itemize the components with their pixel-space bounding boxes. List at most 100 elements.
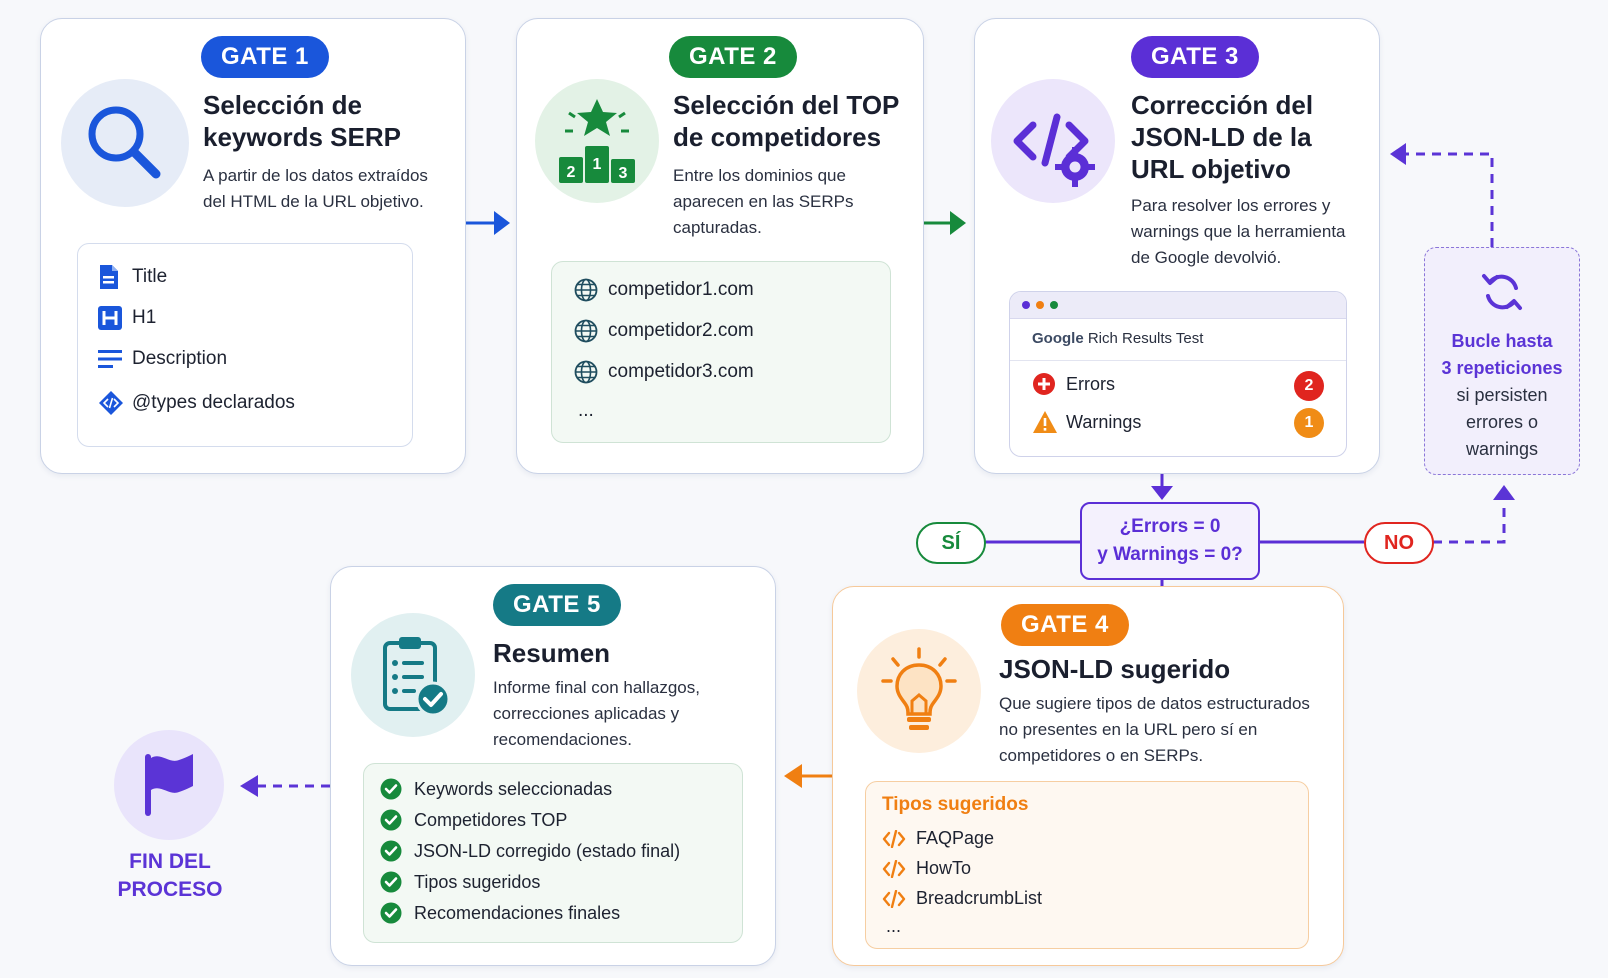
gate2-title-line2: de competidores [673, 122, 882, 152]
decision-line2: y Warnings = 0? [1097, 544, 1243, 565]
code-icon [882, 859, 906, 878]
gate1-desc-line1: A partir de los datos extraídos [203, 166, 428, 185]
decision-no-pill: NO [1364, 522, 1434, 564]
gate4-title: JSON-LD sugerido [999, 654, 1231, 684]
flag-icon [145, 754, 193, 816]
list-item-competitor3: competidor3.com [574, 360, 754, 384]
gate1-icon-circle [61, 79, 189, 207]
list-item-label: JSON-LD corregido (estado final) [414, 840, 681, 861]
loop-line3: si persisten [1456, 385, 1548, 405]
list-item-label: Description [132, 348, 228, 369]
loop-line5: warnings [1465, 439, 1539, 459]
gate1-title-line1: Selección de [203, 90, 362, 120]
code-icon [882, 829, 906, 848]
gate2-icon-circle: 2 1 3 [535, 79, 659, 203]
errors-row: Errors [1032, 372, 1115, 396]
clipboard-check-icon [383, 637, 451, 717]
gate5-desc-line2: correcciones aplicadas y [493, 704, 680, 723]
code-gear-icon [1013, 113, 1095, 187]
gate2-desc: Entre los dominios que aparecen en las S… [673, 163, 913, 241]
loop-text: Bucle hasta 3 repeticiones si persisten … [1425, 328, 1579, 463]
list-item-summary: Recomendaciones finales [380, 902, 620, 924]
list-item-breadcrumblist: BreadcrumbList [882, 888, 1042, 909]
warnings-label: Warnings [1066, 411, 1142, 432]
list-item-competitor1: competidor1.com [574, 278, 754, 302]
list-item-label: @types declarados [132, 392, 295, 413]
gate2-desc-line3: capturadas. [673, 218, 762, 237]
warning-triangle-icon [1033, 411, 1057, 433]
lines-icon [98, 350, 122, 368]
list-item-label: H1 [132, 307, 157, 328]
gate1-title-line2: keywords SERP [203, 122, 401, 152]
list-item-howto: HowTo [882, 858, 971, 879]
list-item-label: Title [132, 266, 168, 287]
rich-results-window: Google Rich Results Test Errors 2 Warnin… [1009, 291, 1347, 457]
list-item-types: @types declarados [98, 390, 295, 416]
window-divider [1010, 360, 1346, 361]
window-header: Google Rich Results Test [1032, 330, 1203, 347]
gate3-title-line1: Corrección del [1131, 90, 1314, 120]
check-circle-icon [380, 778, 402, 800]
end-line1: FIN DEL [129, 850, 211, 873]
end-line2: PROCESO [117, 878, 223, 901]
window-titlebar [1010, 292, 1346, 319]
refresh-icon [1482, 274, 1522, 310]
gate2-title: Selección del TOP de competidores [673, 89, 918, 153]
podium-star-icon: 2 1 3 [559, 99, 635, 183]
decision-line1: ¿Errors = 0 [1119, 516, 1221, 537]
podium-label-1: 1 [593, 156, 602, 173]
arrow-gate3-to-decision [1151, 473, 1173, 500]
gate3-title-line3: URL objetivo [1131, 154, 1291, 184]
list-item-summary: Competidores TOP [380, 809, 567, 831]
gate2-desc-line2: aparecen en las SERPs [673, 192, 854, 211]
warnings-count-badge: 1 [1294, 408, 1324, 438]
gate5-desc-line3: recomendaciones. [493, 730, 632, 749]
arrow-loop-to-gate3 [1390, 143, 1494, 247]
list-item-label: BreadcrumbList [916, 888, 1043, 908]
arrow-gate2-to-gate3 [922, 211, 966, 235]
gate4-desc-line3: competidores o en SERPs. [999, 746, 1204, 765]
gate3-icon-circle [991, 79, 1115, 203]
gate1-data-list: Title H1 Description @types declarados [77, 243, 413, 447]
gate3-desc: Para resolver los errores y warnings que… [1131, 193, 1371, 271]
list-item-h1: H1 [98, 306, 156, 330]
arrow-no-to-loop [1433, 485, 1515, 544]
tool-name: Rich Results Test [1087, 330, 1204, 347]
google-logo: Google [1032, 330, 1084, 347]
gate5-desc: Informe final con hallazgos, correccione… [493, 675, 763, 753]
gate4-desc: Que sugiere tipos de datos estructurados… [999, 691, 1339, 769]
gate2-card: GATE 2 2 1 3 Selección del TOP de compet… [516, 18, 924, 474]
gate2-desc-line1: Entre los dominios que [673, 166, 846, 185]
list-item-summary: Tipos sugeridos [380, 871, 540, 893]
gate3-card: GATE 3 Corrección del JSON-LD de la URL … [974, 18, 1380, 474]
h1-icon [98, 306, 122, 330]
gate4-desc-line2: no presentes en la URL pero sí en [999, 720, 1258, 739]
loop-line2: 3 repeticiones [1441, 358, 1563, 378]
arrow-gate4-to-gate5 [784, 764, 832, 788]
gate5-title: Resumen [493, 638, 611, 668]
code-diamond-icon [99, 391, 123, 415]
gate3-desc-line1: Para resolver los errores y [1131, 196, 1331, 215]
search-icon [88, 106, 161, 179]
gate1-desc-line2: del HTML de la URL objetivo. [203, 192, 424, 211]
list-item-label: FAQPage [916, 828, 995, 848]
list-item-label: Recomendaciones finales [414, 902, 621, 923]
gate3-title: Corrección del JSON-LD de la URL objetiv… [1131, 89, 1371, 185]
errors-label: Errors [1066, 373, 1115, 394]
gate5-desc-line1: Informe final con hallazgos, [493, 678, 700, 697]
loop-box: Bucle hasta 3 repeticiones si persisten … [1424, 247, 1580, 475]
list-item-label: Tipos sugeridos [414, 871, 541, 892]
list-item-title: Title [98, 264, 167, 290]
gate1-desc: A partir de los datos extraídos del HTML… [203, 163, 463, 215]
list-item-label: competidor3.com [608, 361, 754, 382]
list-ellipsis: ... [886, 916, 902, 936]
gate4-desc-line1: Que sugiere tipos de datos estructurados [999, 694, 1310, 713]
list-item-label: HowTo [916, 858, 972, 878]
gate3-title-line2: JSON-LD de la [1131, 122, 1312, 152]
gate1-card: GATE 1 Selección de keywords SERP A part… [40, 18, 466, 474]
gate2-badge: GATE 2 [669, 36, 797, 78]
warnings-row: Warnings [1032, 410, 1141, 434]
window-dot-icon [1036, 301, 1044, 309]
gate5-badge: GATE 5 [493, 584, 621, 626]
